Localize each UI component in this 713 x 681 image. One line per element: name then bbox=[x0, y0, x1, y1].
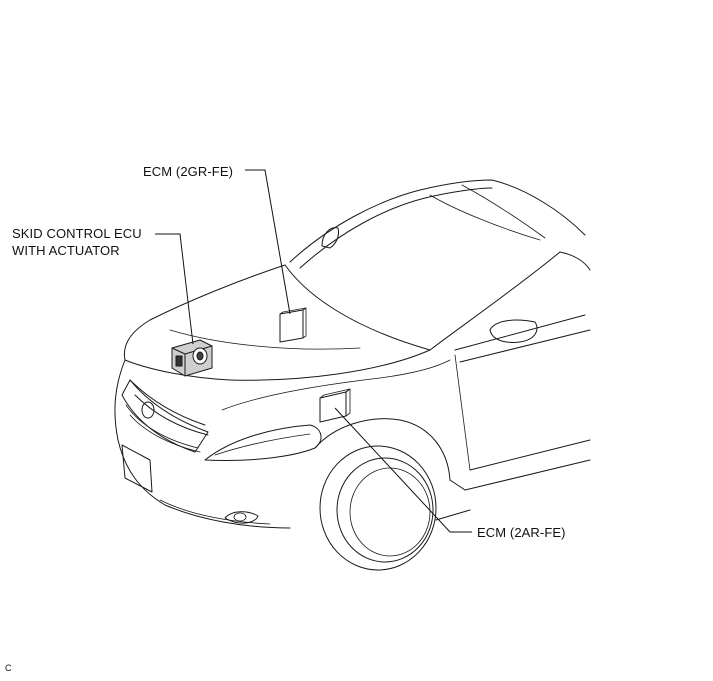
label-skid-control-ecu: SKID CONTROL ECU bbox=[12, 226, 142, 241]
ecm-2ar-fe-module-icon bbox=[319, 388, 351, 423]
label-ecm-2ar-fe: ECM (2AR-FE) bbox=[477, 525, 566, 540]
leader-ecm-2gr bbox=[245, 169, 291, 315]
label-ecm-2gr-fe: ECM (2GR-FE) bbox=[143, 164, 234, 179]
label-with-actuator: WITH ACTUATOR bbox=[12, 243, 120, 258]
leader-lines bbox=[155, 169, 472, 533]
figure-code: C bbox=[5, 663, 12, 673]
car-body bbox=[114, 179, 591, 571]
leader-skid-ecu bbox=[155, 233, 194, 345]
skid-control-ecu-actuator-icon bbox=[171, 339, 213, 377]
leader-ecm-2ar bbox=[334, 407, 472, 533]
ecm-2gr-fe-module-icon bbox=[279, 307, 307, 343]
